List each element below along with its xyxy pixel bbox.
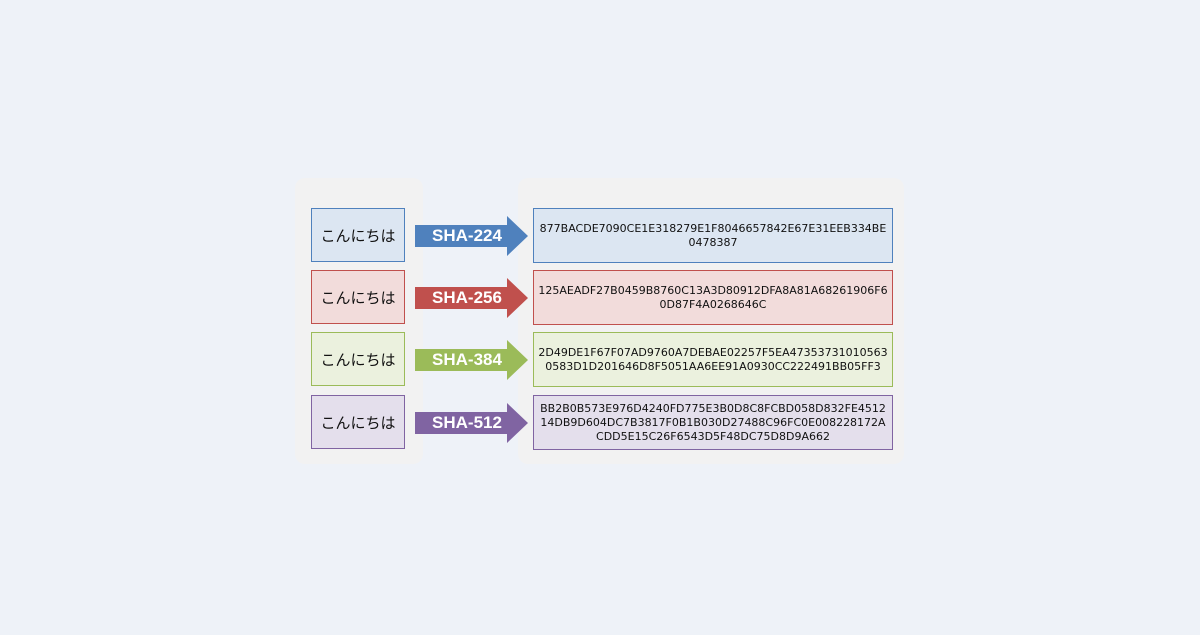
input-text-box-sha512: こんにちは: [311, 395, 405, 449]
input-text: こんにちは: [320, 350, 396, 369]
hash-output-box-sha224: 877BACDE7090CE1E318279E1F8046657842E67E3…: [533, 208, 893, 263]
input-text-box-sha256: こんにちは: [311, 270, 405, 324]
hash-output-box-sha256: 125AEADF27B0459B8760C13A3D80912DFA8A81A6…: [533, 270, 893, 325]
algorithm-label: SHA-224: [432, 226, 502, 245]
input-text: こんにちは: [320, 413, 396, 432]
hash-value: BB2B0B573E976D4240FD775E3B0D8C8FCBD058D8…: [540, 401, 886, 443]
sha256-arrow: SHA-256: [415, 278, 528, 318]
algorithm-label: SHA-256: [432, 288, 502, 307]
arrow-shape-icon: [415, 216, 528, 256]
arrow-shape-icon: [415, 340, 528, 380]
input-text: こんにちは: [320, 288, 396, 307]
hash-output-box-sha384: 2D49DE1F67F07AD9760A7DEBAE02257F5EA47353…: [533, 332, 893, 387]
sha512-arrow: SHA-512: [415, 403, 528, 443]
algorithm-label: SHA-512: [432, 413, 502, 432]
arrow-shape-icon: [415, 403, 528, 443]
input-text-box-sha224: こんにちは: [311, 208, 405, 262]
hash-value: 125AEADF27B0459B8760C13A3D80912DFA8A81A6…: [538, 283, 888, 311]
sha384-arrow: SHA-384: [415, 340, 528, 380]
hash-value: 877BACDE7090CE1E318279E1F8046657842E67E3…: [539, 221, 887, 249]
input-text-box-sha384: こんにちは: [311, 332, 405, 386]
input-text: こんにちは: [320, 226, 396, 245]
hash-value: 2D49DE1F67F07AD9760A7DEBAE02257F5EA47353…: [538, 345, 888, 373]
algorithm-label: SHA-384: [432, 350, 502, 369]
sha224-arrow: SHA-224: [415, 216, 528, 256]
arrow-shape-icon: [415, 278, 528, 318]
hash-output-box-sha512: BB2B0B573E976D4240FD775E3B0D8C8FCBD058D8…: [533, 395, 893, 450]
